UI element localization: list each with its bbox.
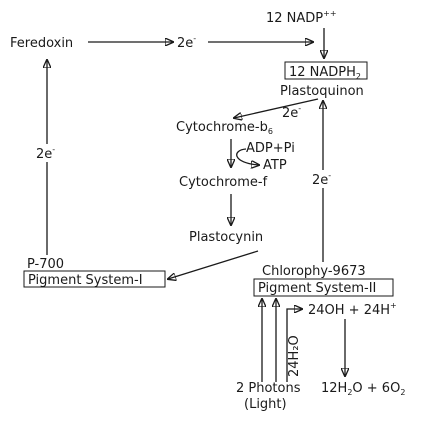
light-label: (Light) [244,397,287,412]
arrow-water-split [286,309,302,382]
photons-label: 2 Photons [236,381,301,396]
pigment-system-1-box [23,270,166,288]
nadp-label: 12 NADP++ [266,9,337,26]
electron-label-right: 2e- [312,171,331,188]
electron-label-top: 2e- [177,34,196,51]
nadph-label: 12 NADPH2 [289,65,361,81]
feredoxin-label: Feredoxin [10,36,73,51]
pigment-system-1-label: Pigment System-I [28,273,143,288]
plastocynin-label: Plastocynin [189,230,263,245]
arrow-plastoquinon-to-cytochrome-b6 [234,98,319,118]
nadph-box [284,61,368,80]
water-vertical-label: 24H₂O [287,335,302,377]
cytochrome-f-label: Cytochrome-f [179,175,268,190]
electron-label-middle: 2e- [282,104,301,121]
products-label: 12H2O + 6O2 [321,381,405,397]
oh-h-label: 24OH + 24H+ [308,301,397,318]
arrow-adp-to-atp [236,148,259,165]
plastoquinon-label: Plastoquinon [280,84,364,99]
atp-label: ATP [263,158,287,173]
chlorophy-label: Chlorophy-9673 [262,264,366,279]
p700-label: P-700 [27,257,64,272]
cytochrome-b6-label: Cytochrome-b6 [176,120,273,136]
arrow-plastocynin-to-pigment-system-1 [168,250,259,279]
adp-pi-label: ADP+Pi [246,141,295,156]
electron-label-left: 2e- [36,145,55,162]
pigment-system-2-box [253,278,394,297]
pigment-system-2-label: Pigment System-II [258,281,376,296]
